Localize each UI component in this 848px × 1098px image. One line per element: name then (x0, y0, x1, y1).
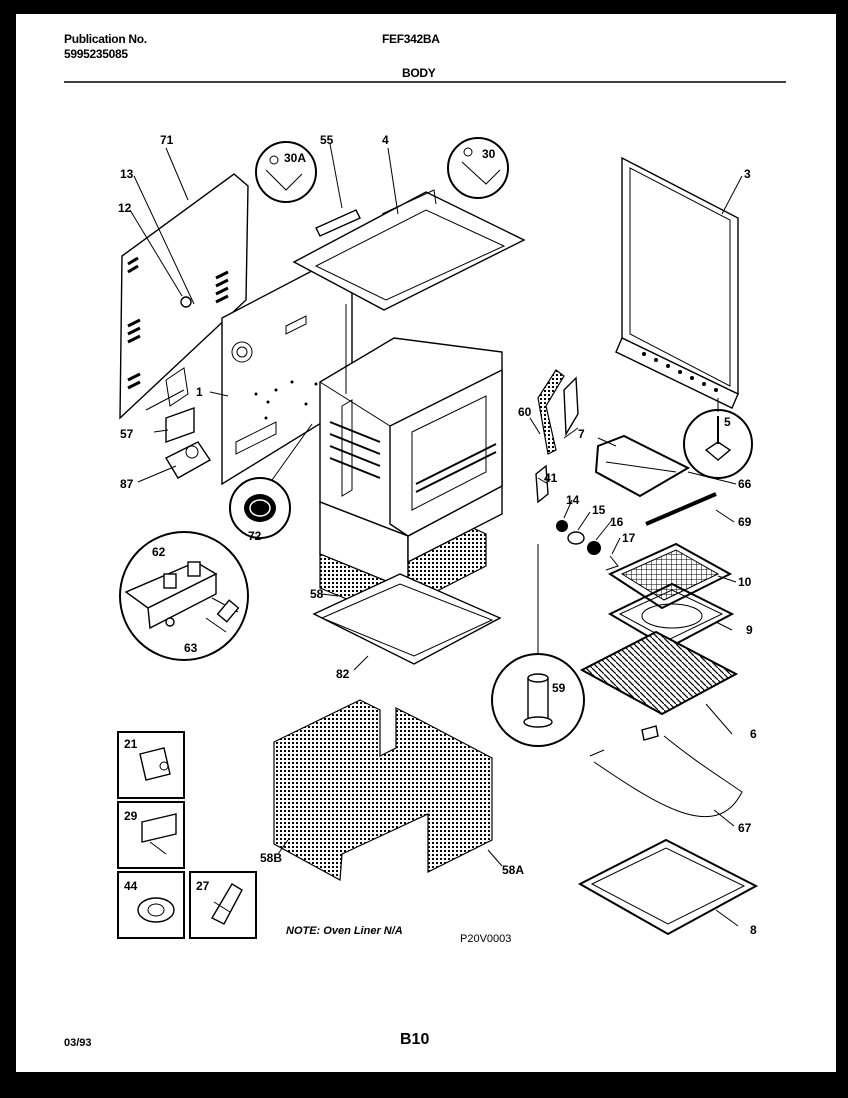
callout-69: 69 (738, 515, 752, 529)
callout-63: 63 (184, 641, 198, 655)
callout-6: 6 (750, 727, 757, 741)
oven-insulation-blanket (273, 699, 493, 881)
callout-29: 29 (124, 809, 138, 823)
cover-plate (165, 407, 195, 443)
callout-72: 72 (248, 529, 262, 543)
leg-detail-59 (491, 544, 585, 747)
part-box-27 (189, 871, 257, 939)
parts-sheet: Publication No. 5995235085 FEF342BA BODY (16, 14, 836, 1072)
callout-60: 60 (518, 405, 532, 419)
callout-12: 12 (118, 201, 132, 215)
thermostat-bulb (645, 492, 717, 526)
callout-44: 44 (124, 879, 138, 893)
hinge-detail-30a (255, 141, 317, 203)
part-box-44 (117, 871, 185, 939)
callout-labels: 71 13 12 1 57 87 72 30A 55 4 30 3 5 60 7… (118, 133, 757, 937)
model-number: FEF342BA (382, 32, 440, 46)
drawing-code: P20V0003 (460, 933, 511, 945)
callout-71: 71 (160, 133, 174, 147)
oven-bottom (577, 838, 759, 936)
callout-4: 4 (382, 133, 389, 147)
callout-30: 30 (482, 147, 496, 161)
switch-detail (119, 531, 249, 661)
callout-41: 41 (544, 471, 558, 485)
knob-parts (556, 520, 619, 571)
grommet-detail (229, 423, 313, 539)
oven-rack (579, 630, 739, 716)
publication-number: 5995235085 (64, 47, 128, 61)
revision-date: 03/93 (64, 1037, 92, 1049)
callout-30a: 30A (284, 151, 306, 165)
callout-3: 3 (744, 167, 751, 181)
callout-21: 21 (124, 737, 138, 751)
door-panel (615, 156, 739, 409)
callout-59: 59 (552, 681, 566, 695)
callout-14: 14 (566, 493, 580, 507)
exploded-parts-diagram: 71 13 12 1 57 87 72 30A 55 4 30 3 5 60 7… (64, 81, 786, 1049)
callout-58: 58 (310, 587, 324, 601)
bracket-87 (165, 441, 212, 479)
callout-58b: 58B (260, 851, 282, 865)
callout-7: 7 (578, 427, 585, 441)
callout-16: 16 (610, 515, 624, 529)
oven-liner-note: NOTE: Oven Liner N/A (286, 925, 403, 937)
callout-66: 66 (738, 477, 752, 491)
callout-57: 57 (120, 427, 134, 441)
callout-17: 17 (622, 531, 636, 545)
rear-panel (119, 173, 249, 420)
bake-element (589, 725, 743, 818)
callout-1: 1 (196, 385, 203, 399)
callout-58a: 58A (502, 863, 524, 877)
callout-8: 8 (750, 923, 757, 937)
callout-5: 5 (724, 415, 731, 429)
bracket (315, 209, 361, 237)
callout-15: 15 (592, 503, 606, 517)
bushing-12 (180, 296, 192, 308)
leveling-leg-detail (683, 398, 753, 479)
page-number: B10 (400, 1031, 429, 1048)
broil-pan-insert (607, 542, 733, 610)
part-box-21 (117, 731, 185, 799)
hinge-arms (535, 369, 579, 504)
callout-82: 82 (336, 667, 350, 681)
callout-9: 9 (746, 623, 753, 637)
callout-62: 62 (152, 545, 166, 559)
hinge-detail-30 (447, 137, 509, 199)
callout-55: 55 (320, 133, 334, 147)
callout-87: 87 (120, 477, 134, 491)
callout-10: 10 (738, 575, 752, 589)
part-box-29 (117, 801, 185, 869)
broil-element (594, 434, 691, 498)
bottom-panel (312, 573, 502, 665)
section-title: BODY (402, 66, 436, 80)
callout-67: 67 (738, 821, 752, 835)
callout-27: 27 (196, 879, 210, 893)
leader-lines (129, 143, 743, 927)
publication-label: Publication No. (64, 32, 147, 46)
callout-13: 13 (120, 167, 134, 181)
top-panel (292, 189, 526, 394)
